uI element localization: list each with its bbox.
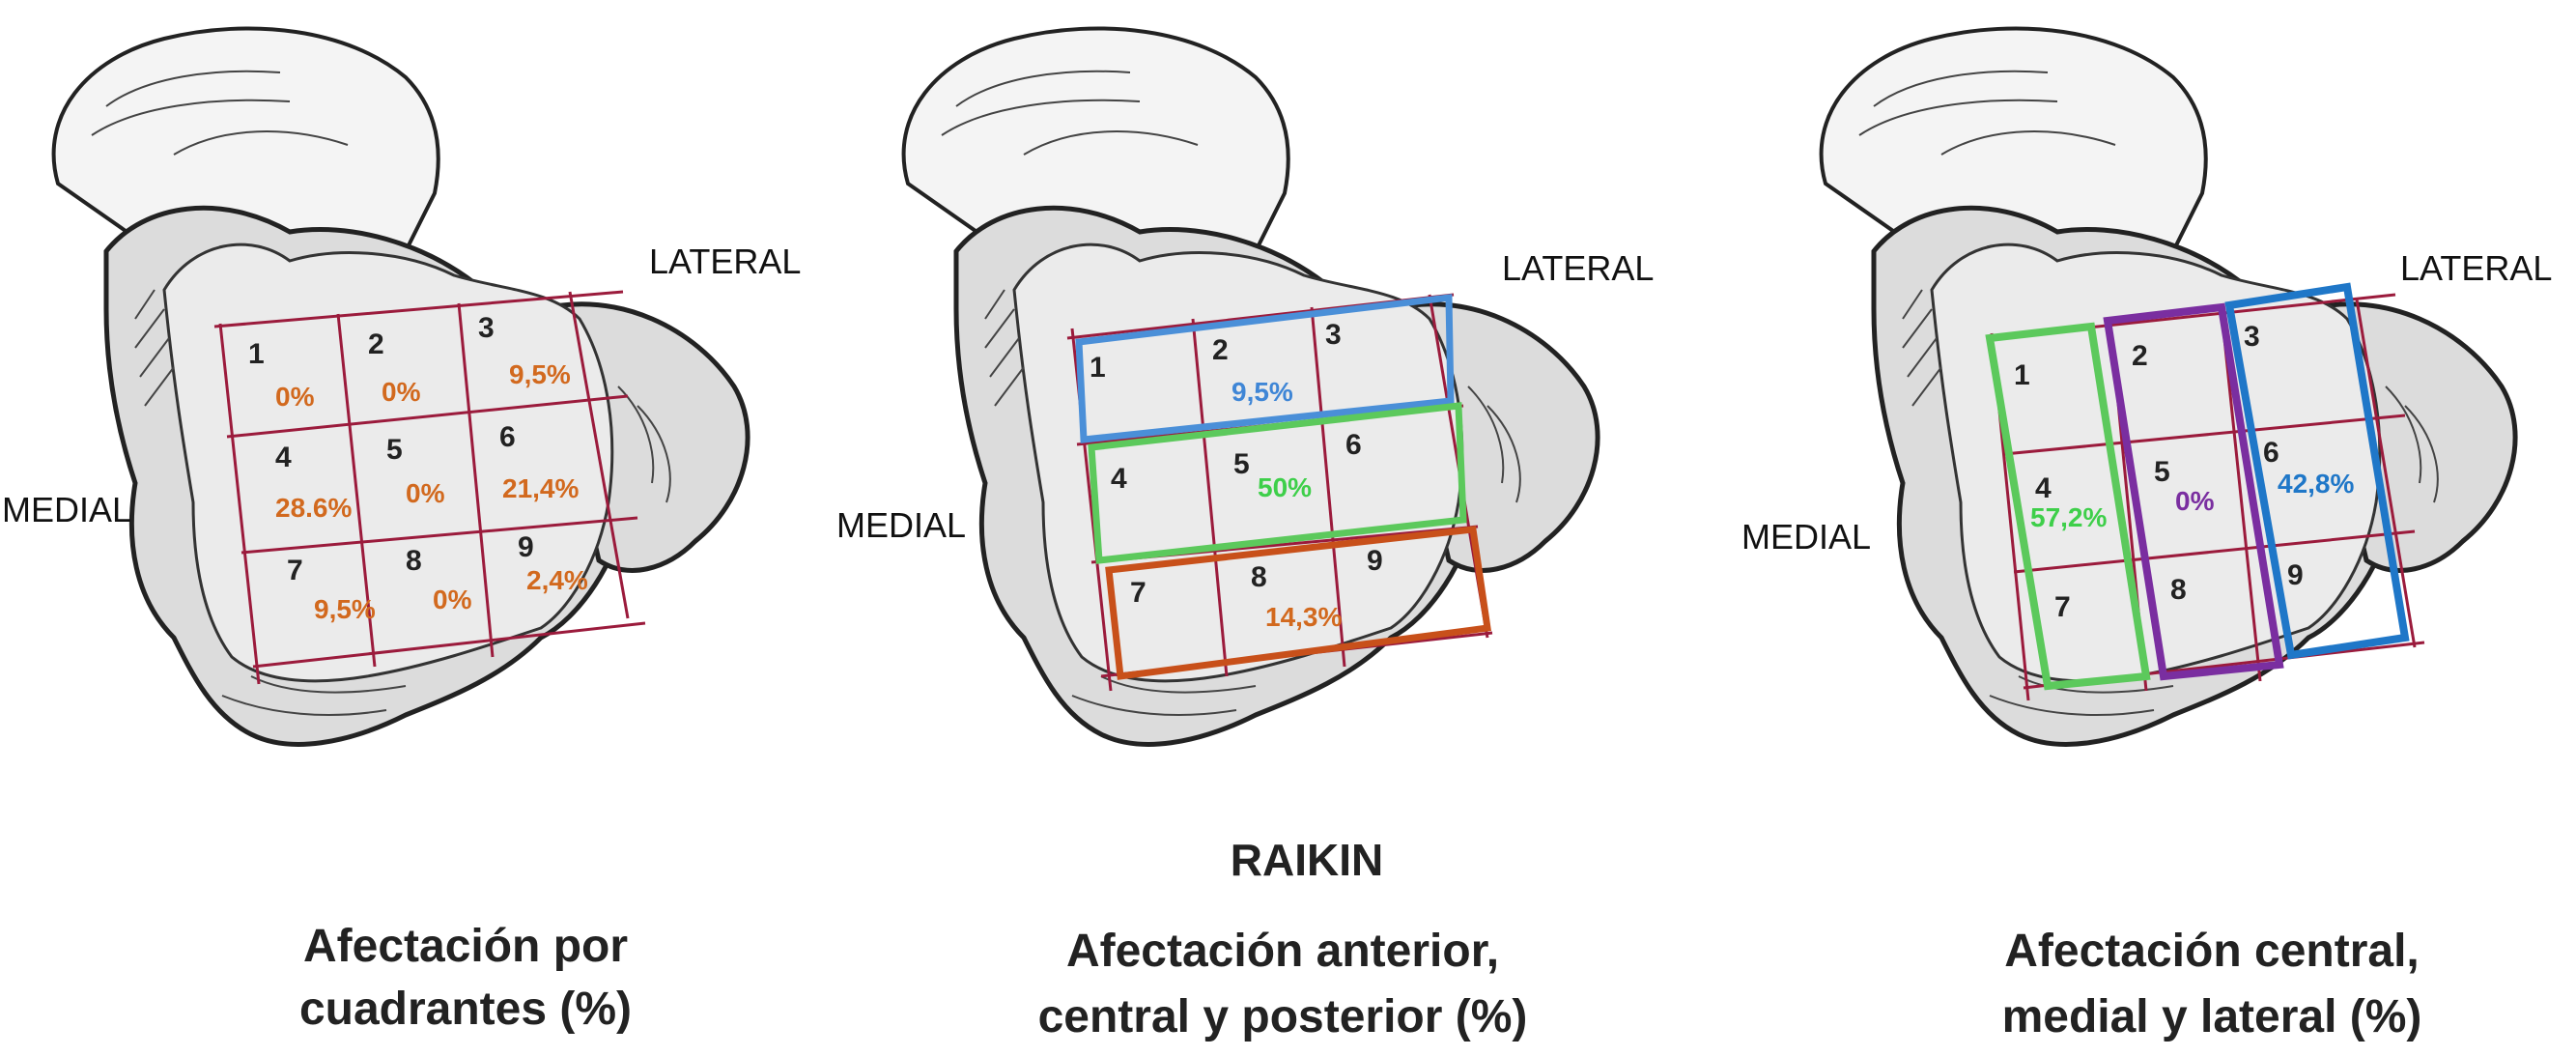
cell-9-number: 9 <box>1367 545 1383 577</box>
cell-1-number: 1 <box>2014 359 2030 391</box>
central-region <box>2103 302 2284 681</box>
cell-1-value: 0% <box>275 382 315 412</box>
cell-5-number: 5 <box>1233 448 1250 480</box>
quadrant-numbers: 1 2 3 4 5 6 7 8 9 <box>2014 321 2304 623</box>
cell-6-number: 6 <box>499 421 516 453</box>
lateral-region <box>2224 282 2410 660</box>
quadrant-grid <box>213 290 646 685</box>
cell-7-number: 7 <box>1130 577 1146 609</box>
caption-line-1: Afectación por <box>303 921 628 972</box>
cell-4-number: 4 <box>2035 472 2052 504</box>
cell-7-value: 9,5% <box>314 594 376 624</box>
panel-quadrants: LATERAL MEDIAL 1 2 3 4 5 6 7 8 9 0% 0% 9… <box>2 28 801 1035</box>
talus-illustration <box>1822 28 2516 744</box>
panel-central-medial-lateral: LATERAL MEDIAL 1 2 3 4 5 6 7 8 9 57,2% 0… <box>1741 28 2552 1042</box>
central-region <box>1088 402 1467 564</box>
center-title: RAIKIN <box>1231 835 1383 885</box>
central-value: 0% <box>2175 486 2215 516</box>
central-value: 50% <box>1258 472 1312 502</box>
cell-9-number: 9 <box>518 531 534 563</box>
cell-9-number: 9 <box>2287 559 2304 591</box>
quadrant-values: 0% 0% 9,5% 28.6% 0% 21,4% 9,5% 0% 2,4% <box>275 359 588 624</box>
cell-5-value: 0% <box>406 478 445 508</box>
posterior-value: 14,3% <box>1265 602 1342 632</box>
cell-2-number: 2 <box>368 328 384 360</box>
quadrant-numbers: 1 2 3 4 5 6 7 8 9 <box>248 312 534 586</box>
cell-8-number: 8 <box>406 545 422 577</box>
cell-3-number: 3 <box>1325 319 1342 351</box>
cell-9-value: 2,4% <box>526 565 588 595</box>
cell-1-number: 1 <box>1090 352 1106 384</box>
caption-line-2: cuadrantes (%) <box>299 984 632 1035</box>
panel-anterior-central-posterior: LATERAL MEDIAL 1 2 3 4 5 6 7 8 9 9,5% 50… <box>836 28 1654 1042</box>
cell-7-number: 7 <box>2054 591 2071 623</box>
cell-3-value: 9,5% <box>509 359 571 389</box>
anterior-region <box>1075 294 1455 443</box>
cell-5-number: 5 <box>386 434 403 466</box>
cell-7-number: 7 <box>287 555 303 586</box>
lateral-label: LATERAL <box>1502 248 1654 288</box>
cell-8-number: 8 <box>1251 561 1267 593</box>
cell-4-number: 4 <box>275 442 292 473</box>
cell-4-number: 4 <box>1111 463 1127 495</box>
medial-label: MEDIAL <box>836 505 966 545</box>
cell-8-number: 8 <box>2170 574 2187 606</box>
cell-3-number: 3 <box>478 312 495 344</box>
anterior-value: 9,5% <box>1231 377 1293 407</box>
cell-2-value: 0% <box>382 377 421 407</box>
cell-6-number: 6 <box>1345 429 1362 461</box>
region-values: 57,2% 0% 42,8% <box>2030 469 2354 532</box>
lateral-label: LATERAL <box>649 242 801 281</box>
caption-line-2: central y posterior (%) <box>1038 991 1528 1042</box>
medial-value: 57,2% <box>2030 502 2107 532</box>
caption-line-2: medial y lateral (%) <box>2002 991 2422 1042</box>
cell-8-value: 0% <box>433 585 472 614</box>
caption-line-1: Afectación anterior, <box>1066 926 1499 977</box>
cell-5-number: 5 <box>2154 456 2170 488</box>
medial-label: MEDIAL <box>1741 517 1871 557</box>
medial-label: MEDIAL <box>2 490 131 529</box>
region-boxes <box>1985 282 2410 691</box>
lateral-label: LATERAL <box>2400 248 2552 288</box>
quadrant-numbers: 1 2 3 4 5 6 7 8 9 <box>1090 319 1383 609</box>
medial-region <box>1985 322 2151 691</box>
cell-1-number: 1 <box>248 338 265 370</box>
region-boxes <box>1075 294 1491 680</box>
cell-4-value: 28.6% <box>275 493 352 523</box>
cell-2-number: 2 <box>2132 340 2148 372</box>
cell-2-number: 2 <box>1212 334 1229 366</box>
cell-6-number: 6 <box>2263 437 2279 469</box>
region-values: 9,5% 50% 14,3% <box>1231 377 1342 632</box>
cell-6-value: 21,4% <box>502 473 579 503</box>
posterior-region <box>1105 526 1491 680</box>
cell-3-number: 3 <box>2244 321 2260 353</box>
quadrant-grid <box>1989 293 2425 701</box>
caption-line-1: Afectación central, <box>2004 926 2419 977</box>
lateral-value: 42,8% <box>2278 469 2354 499</box>
